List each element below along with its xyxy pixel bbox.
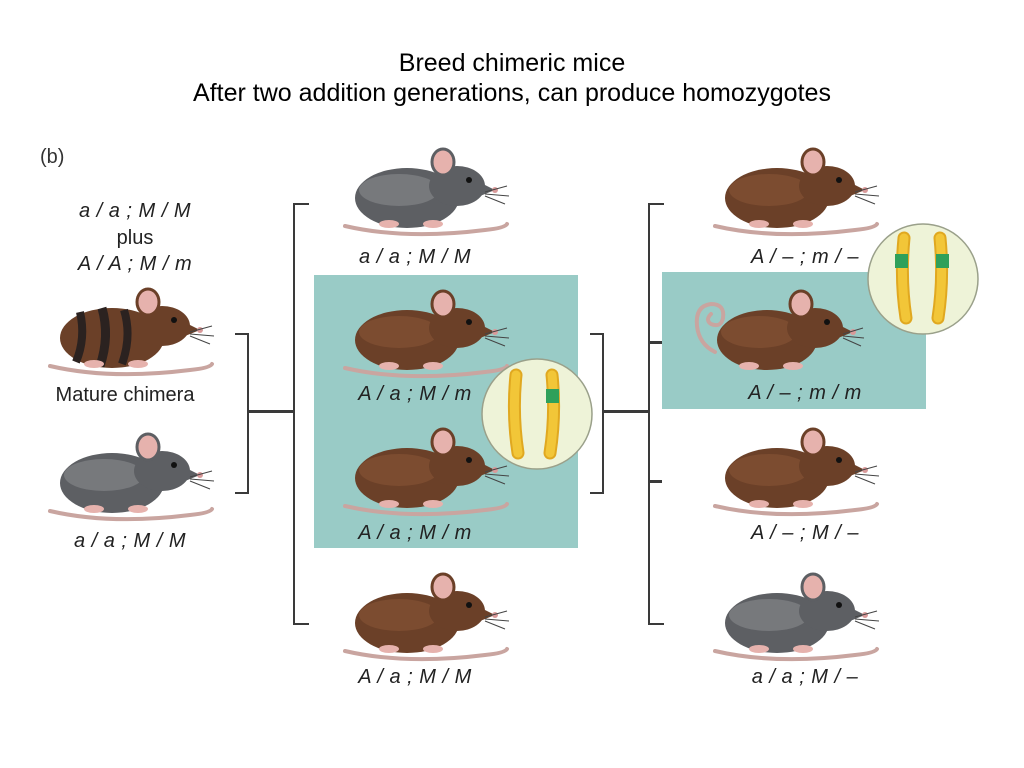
mate-mouse-illustration: [40, 425, 220, 525]
f1-mouse-1-illustration: [335, 140, 515, 240]
title-line-1: Breed chimeric mice: [398, 49, 626, 77]
f2-mouse-4-genotype: a / a ; M / –: [751, 666, 859, 688]
slide-title: Breed chimeric mice After two addition g…: [0, 48, 1024, 108]
f1-mouse-4-illustration: [335, 565, 515, 665]
f2-mouse-2-illustration: [685, 282, 865, 382]
chimera-genotype-bottom: A / A ; M / m: [77, 253, 193, 275]
f2-mouse-1-genotype: A / – ; m / –: [750, 246, 859, 268]
f1-mouse-3-genotype: A / a ; M / m: [358, 522, 472, 544]
f1-chromosome-pair-icon: [481, 358, 593, 470]
f2-mouse-3-illustration: [705, 420, 885, 520]
chimera-genotype-top: a / a ; M / M: [78, 200, 192, 222]
chimera-plus-label: plus: [116, 227, 154, 249]
f2-mouse-2-genotype: A / – ; m / m: [748, 382, 862, 404]
f2-chromosome-pair-icon: [867, 223, 979, 335]
cross2-connector: [602, 410, 650, 413]
f1-offspring-bracket: [293, 203, 309, 625]
f1-mouse-4-genotype: A / a ; M / M: [358, 666, 472, 688]
chimera-label: Mature chimera: [55, 384, 195, 406]
f2-tick-3: [648, 480, 662, 483]
cross2-parents-bracket: [590, 333, 604, 494]
f2-offspring-bracket: [648, 203, 664, 625]
f2-mouse-4-illustration: [705, 565, 885, 665]
chimera-mouse-illustration: [40, 280, 220, 380]
f2-mouse-3-genotype: A / – ; M / –: [750, 522, 859, 544]
f1-mouse-2-genotype: A / a ; M / m: [358, 383, 472, 405]
f2-mouse-1-illustration: [705, 140, 885, 240]
cross1-parents-bracket: [235, 333, 249, 494]
f2-tick-2: [648, 341, 662, 344]
cross1-connector: [247, 410, 295, 413]
panel-label: (b): [40, 146, 65, 168]
mate-genotype: a / a ; M / M: [73, 530, 187, 552]
f1-mouse-1-genotype: a / a ; M / M: [358, 246, 472, 268]
title-line-2: After two addition generations, can prod…: [193, 79, 831, 107]
